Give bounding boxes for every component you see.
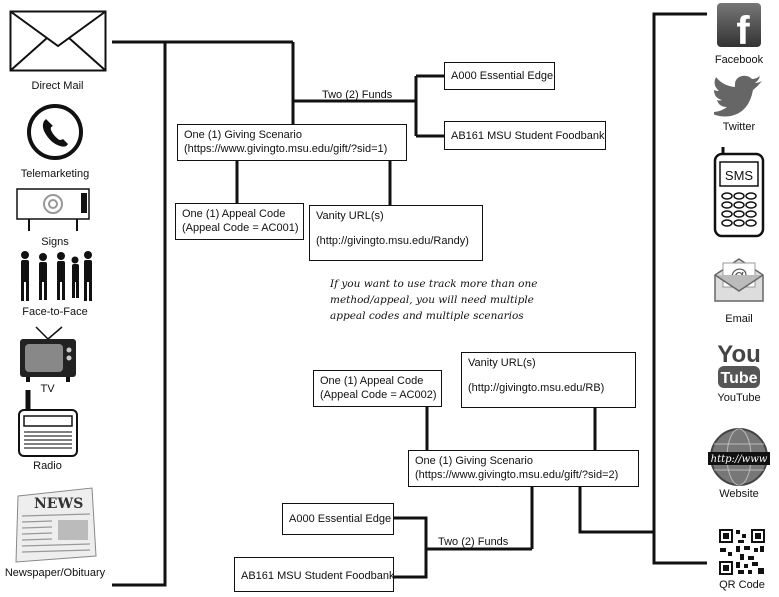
envelope-icon	[9, 10, 106, 72]
globe-icon: http://www	[708, 428, 770, 486]
channel-facebook: f Facebook	[700, 2, 778, 66]
connector-scenario2-to-right	[578, 487, 654, 534]
channel-qr-code: QR Code	[705, 528, 779, 591]
funds-label-1: Two (2) Funds	[322, 89, 393, 101]
channel-label: QR Code	[719, 579, 765, 591]
funds-label-2: Two (2) Funds	[438, 536, 509, 548]
appeal-code-box-1: One (1) Appeal Code (Appeal Code = AC001…	[175, 203, 304, 240]
youtube-icon: You Tube	[717, 341, 761, 388]
vanity-url: (http://givingto.msu.edu/Randy)	[316, 235, 469, 247]
channel-label: Telemarketing	[20, 168, 90, 180]
vanity-url: (http://givingto.msu.edu/RB)	[468, 382, 605, 394]
facebook-letter: f	[736, 9, 750, 48]
appeal-title: One (1) Appeal Code	[182, 208, 286, 220]
channel-signs: Signs	[0, 187, 110, 248]
youtube-top-text: You	[717, 341, 761, 368]
fund-label: A000 Essential Edge	[289, 513, 392, 525]
newspaper-icon: NEWS	[15, 487, 97, 563]
right-bracket	[652, 12, 707, 565]
appeal-title: One (1) Appeal Code	[320, 375, 424, 387]
radio-icon	[17, 390, 78, 457]
youtube-bottom-text: Tube	[720, 370, 757, 387]
fund-label: A000 Essential Edge	[451, 70, 554, 82]
scenario-url: (https://www.givingto.msu.edu/gift/?sid=…	[184, 143, 388, 155]
giving-scenario-box-1: One (1) Giving Scenario (https://www.giv…	[177, 124, 407, 161]
appeal-code: (Appeal Code = AC001)	[182, 222, 299, 234]
channel-label: Twitter	[722, 121, 756, 133]
channel-label: YouTube	[717, 392, 761, 404]
tv-icon	[19, 326, 76, 382]
appeal-code: (Appeal Code = AC002)	[320, 389, 437, 401]
fund-label: AB161 MSU Student Foodbank	[451, 130, 605, 142]
sign-icon	[16, 188, 90, 231]
email-icon: @	[714, 258, 764, 302]
channel-youtube: You Tube YouTube	[700, 340, 778, 404]
channel-email: @ Email	[700, 253, 778, 325]
www-banner-text: http://www	[711, 454, 768, 465]
scenario-url: (https://www.givingto.msu.edu/gift/?sid=…	[415, 469, 619, 481]
vanity-title: Vanity URL(s)	[316, 210, 384, 222]
channel-website: http://www Website	[700, 426, 778, 500]
left-bracket	[112, 40, 167, 587]
channel-face-to-face: Face-to-Face	[0, 248, 110, 318]
tracking-note: If you want to use track more than one m…	[330, 276, 537, 324]
channel-sms: SMS	[700, 146, 778, 238]
appeal-code-box-2: One (1) Appeal Code (Appeal Code = AC002…	[313, 370, 442, 407]
channel-tv: TV	[0, 325, 95, 395]
sms-phone-icon: SMS	[713, 147, 765, 238]
channel-label: Facebook	[714, 54, 764, 66]
fund-box-a000-2: A000 Essential Edge	[282, 503, 394, 535]
twitter-icon	[714, 75, 762, 117]
channel-label: Direct Mail	[31, 80, 84, 92]
fund-label: AB161 MSU Student Foodbank	[241, 570, 395, 582]
fund-box-a000-1: A000 Essential Edge	[444, 62, 555, 90]
channel-label: Face-to-Face	[22, 306, 88, 318]
connector-bottom-funds	[394, 516, 428, 579]
channel-label: Radio	[33, 460, 62, 472]
people-icon	[21, 251, 92, 301]
qr-code-icon	[718, 528, 766, 576]
channel-label: TV	[40, 383, 55, 395]
channel-label: Website	[719, 488, 759, 500]
vanity-url-box-1: Vanity URL(s) (http://givingto.msu.edu/R…	[309, 205, 483, 261]
scenario-title: One (1) Giving Scenario	[184, 129, 302, 141]
channel-label: Signs	[41, 236, 69, 248]
channel-label: Newspaper/Obituary	[4, 567, 106, 579]
sms-screen-text: SMS	[725, 168, 754, 183]
channel-telemarketing: Telemarketing	[0, 102, 110, 180]
channel-newspaper: NEWS Newspaper/Obituary	[0, 486, 110, 579]
scenario-title: One (1) Giving Scenario	[415, 455, 533, 467]
vanity-url-box-2: Vanity URL(s) (http://givingto.msu.edu/R…	[461, 352, 636, 408]
channel-radio: Radio	[0, 388, 95, 472]
vanity-title: Vanity URL(s)	[468, 357, 536, 369]
note-line: If you want to use track more than one	[330, 278, 538, 290]
note-line: method/appeal, you will need multiple	[330, 294, 534, 306]
channel-direct-mail: Direct Mail	[0, 10, 115, 92]
fund-box-ab161-2: AB161 MSU Student Foodbank	[234, 557, 394, 592]
facebook-icon: f	[717, 3, 761, 48]
fund-box-ab161-1: AB161 MSU Student Foodbank	[444, 121, 606, 150]
news-masthead-text: NEWS	[34, 496, 83, 512]
channel-twitter: Twitter	[700, 75, 778, 133]
phone-icon	[27, 104, 83, 160]
channel-label: Email	[725, 313, 753, 325]
note-line: appeal codes and multiple scenarios	[330, 310, 524, 322]
giving-scenario-box-2: One (1) Giving Scenario (https://www.giv…	[408, 450, 639, 487]
